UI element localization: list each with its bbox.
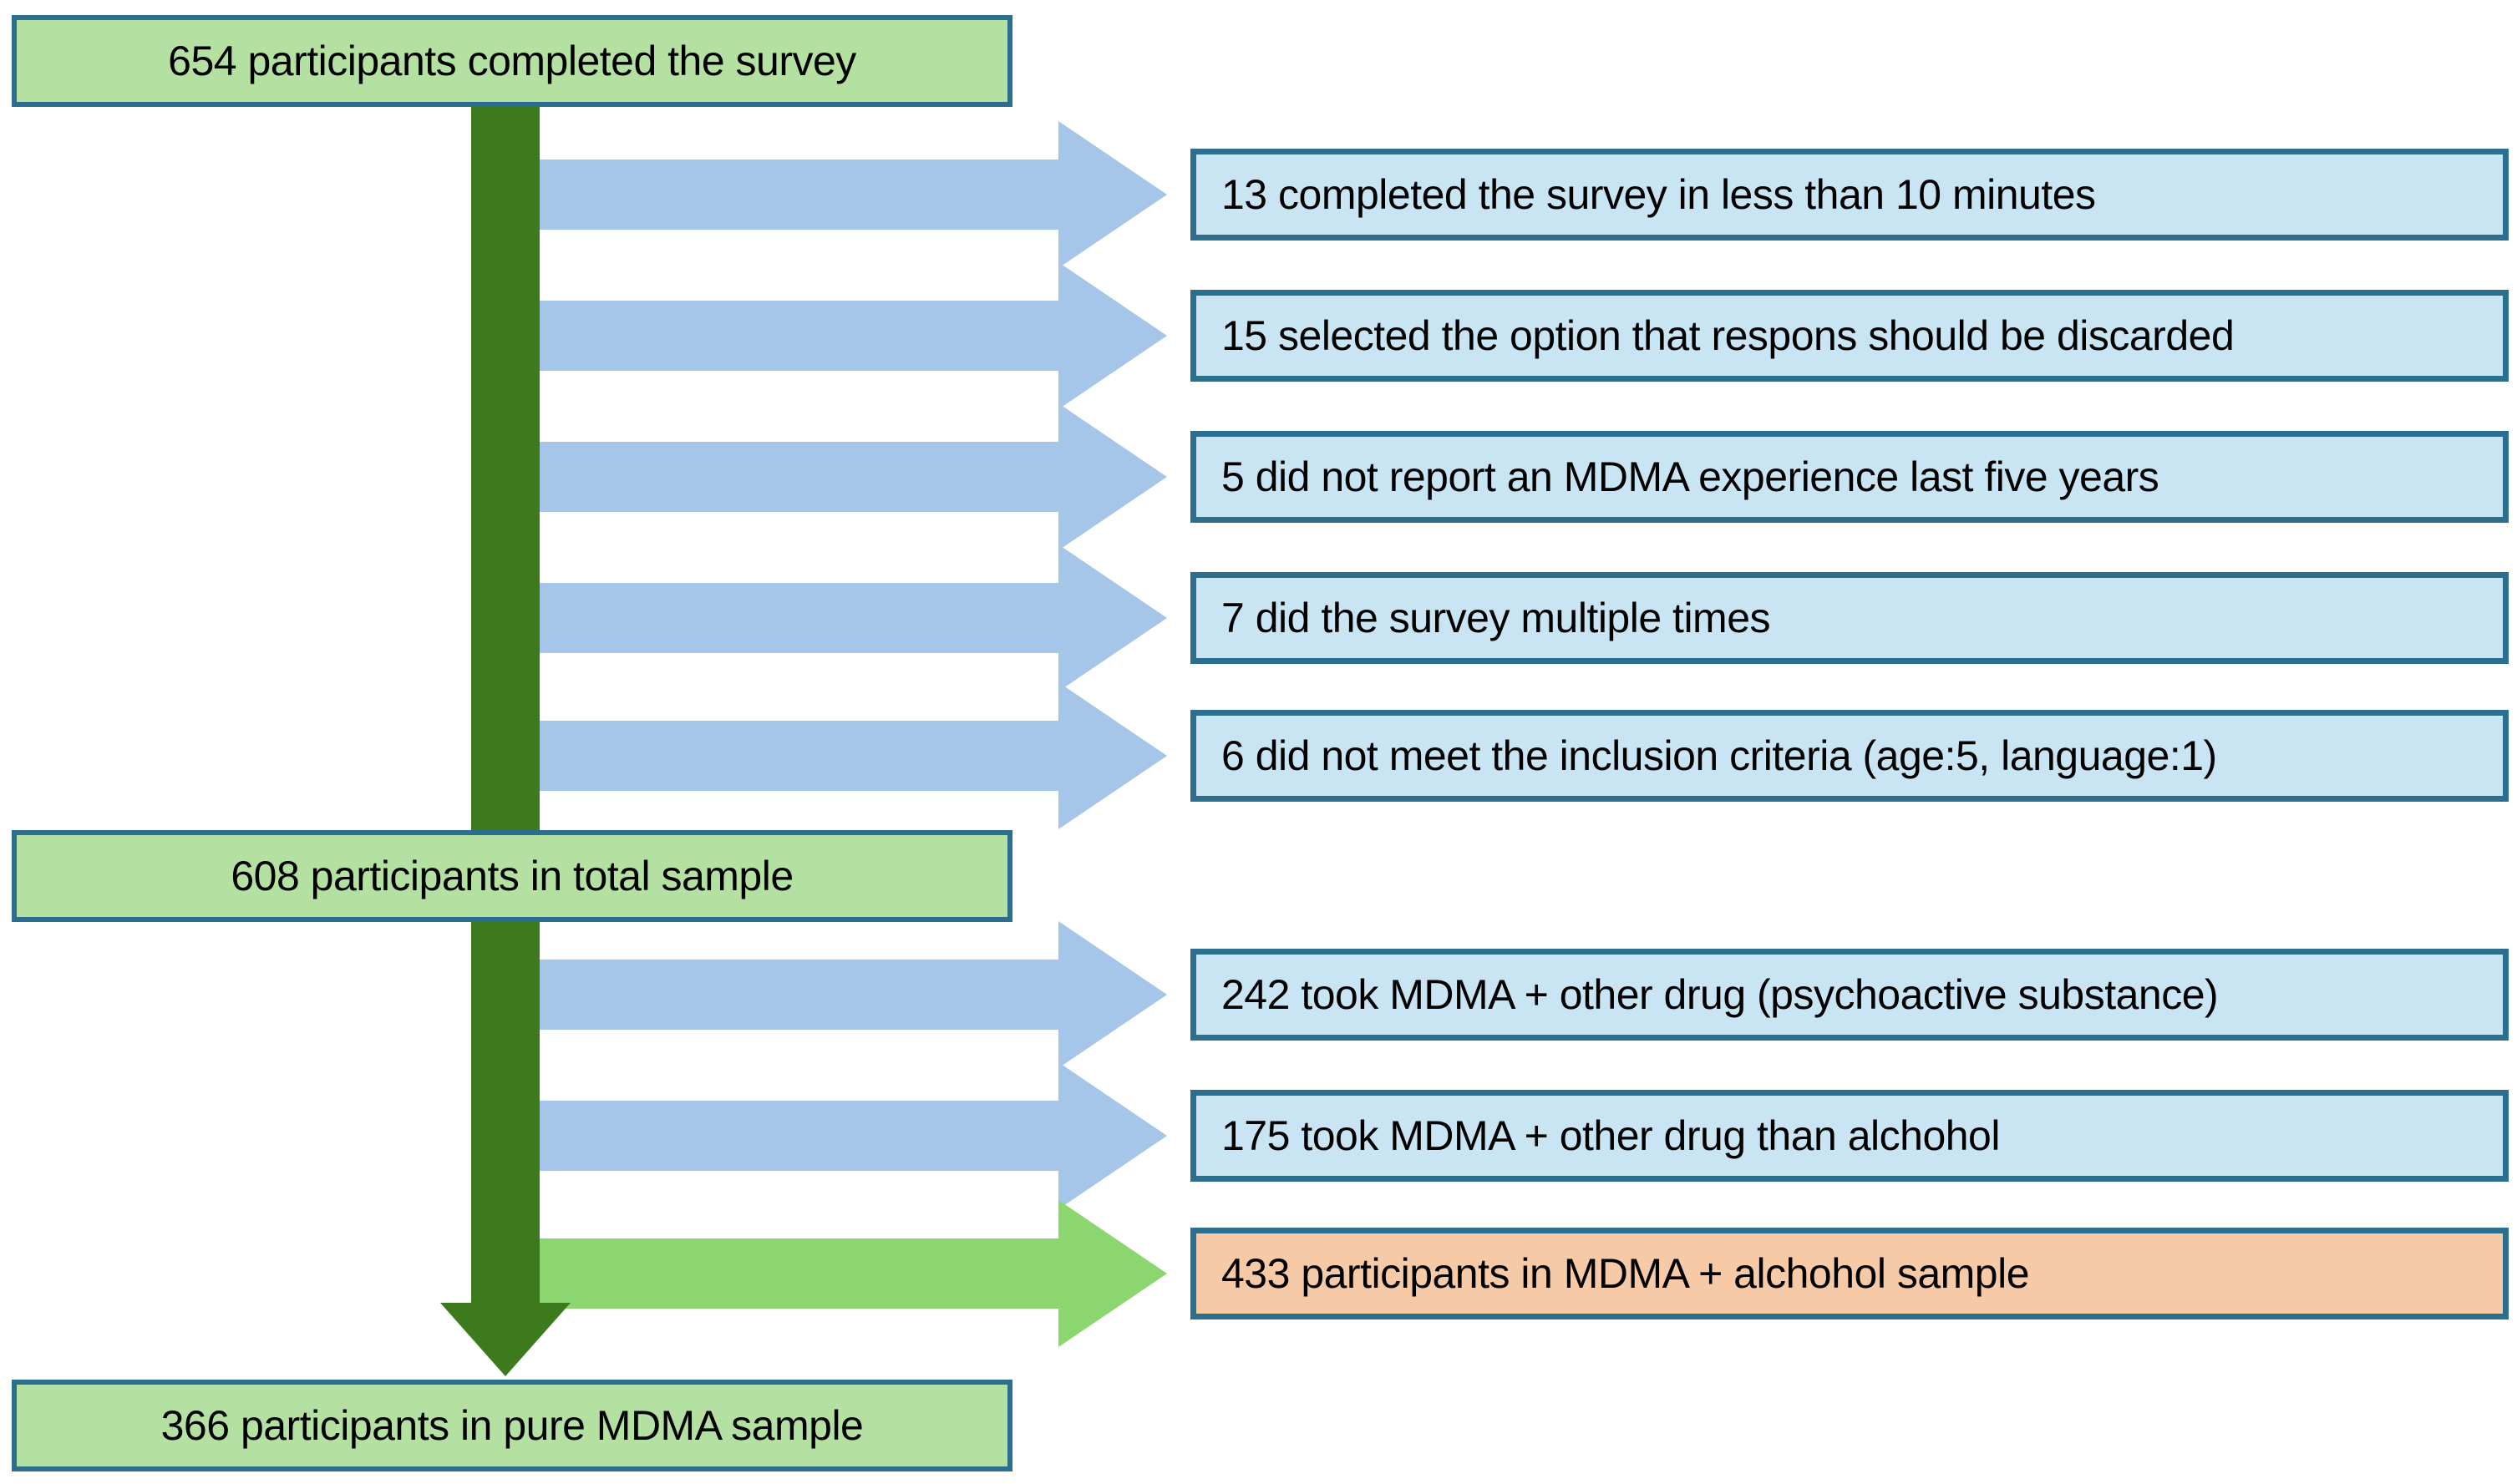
exclusion-arrow-icon (535, 544, 1167, 691)
main-flow-arrowhead-icon (440, 1303, 571, 1376)
exclusion-arrow-icon (535, 1062, 1167, 1209)
alcohol-sample-label: 433 participants in MDMA + alchohol samp… (1221, 1249, 2030, 1297)
exclusion-box: 7 did the survey multiple times (1190, 572, 2509, 664)
final-sample-label: 366 participants in pure MDMA sample (160, 1401, 864, 1449)
start-sample-label: 654 participants completed the survey (168, 37, 856, 84)
exclusion-label: 7 did the survey multiple times (1221, 594, 1771, 641)
start-sample-box: 654 participants completed the survey (12, 15, 1012, 107)
final-sample-box: 366 participants in pure MDMA sample (12, 1380, 1012, 1471)
exclusion-arrow-icon (535, 921, 1167, 1068)
exclusion-box: 242 took MDMA + other drug (psychoactive… (1190, 949, 2509, 1041)
total-sample-label: 608 participants in total sample (231, 852, 794, 899)
exclusion-box: 13 completed the survey in less than 10 … (1190, 149, 2509, 241)
exclusion-label: 242 took MDMA + other drug (psychoactive… (1221, 970, 2219, 1018)
exclusion-label: 15 selected the option that respons shou… (1221, 311, 2235, 359)
exclusion-box: 5 did not report an MDMA experience last… (1190, 431, 2509, 523)
main-flow-arrow-shaft (471, 104, 540, 1306)
exclusion-label: 6 did not meet the inclusion criteria (a… (1221, 732, 2217, 779)
alcohol-sample-box: 433 participants in MDMA + alchohol samp… (1190, 1228, 2509, 1319)
alcohol-branch-arrow-icon (535, 1200, 1167, 1347)
exclusion-arrow-icon (535, 121, 1167, 268)
total-sample-box: 608 participants in total sample (12, 830, 1012, 922)
exclusion-arrow-icon (535, 403, 1167, 550)
exclusion-label: 13 completed the survey in less than 10 … (1221, 170, 2096, 218)
exclusion-box: 6 did not meet the inclusion criteria (a… (1190, 710, 2509, 802)
exclusion-label: 175 took MDMA + other drug than alchohol (1221, 1112, 2000, 1159)
exclusion-box: 15 selected the option that respons shou… (1190, 290, 2509, 382)
exclusion-arrow-icon (535, 262, 1167, 409)
exclusion-label: 5 did not report an MDMA experience last… (1221, 453, 2159, 500)
exclusion-box: 175 took MDMA + other drug than alchohol (1190, 1090, 2509, 1182)
exclusion-arrow-icon (535, 682, 1167, 829)
